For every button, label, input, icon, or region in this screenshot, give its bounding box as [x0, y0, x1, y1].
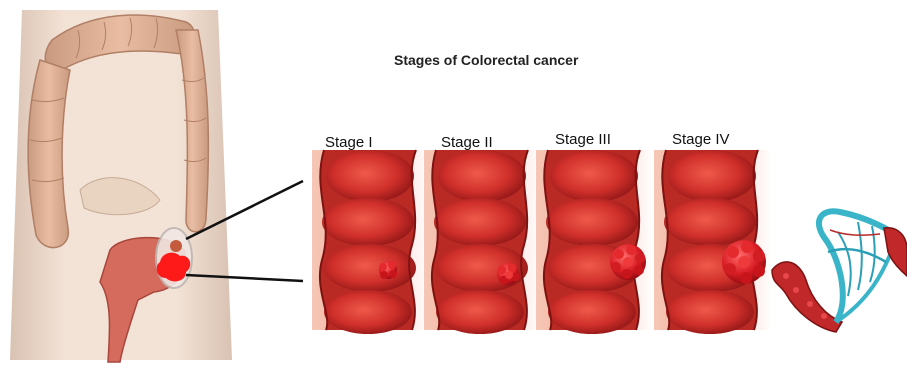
stage-label-2: Stage II	[441, 134, 493, 151]
stage-panel-1	[312, 150, 430, 334]
stage-label-1: Stage I	[325, 134, 373, 151]
stage-panel-4	[654, 150, 772, 334]
stage-panel-2	[424, 150, 542, 334]
blood-vessel-illustration	[772, 211, 907, 332]
stage-label-4: Stage IV	[672, 131, 730, 148]
tumor-stage-1	[379, 261, 397, 279]
tumor-stage-3	[610, 244, 646, 280]
stage-panel-3	[536, 150, 654, 334]
abdomen-illustration	[10, 10, 232, 362]
tumor-stage-4	[722, 240, 766, 284]
stage-label-3: Stage III	[555, 131, 611, 148]
